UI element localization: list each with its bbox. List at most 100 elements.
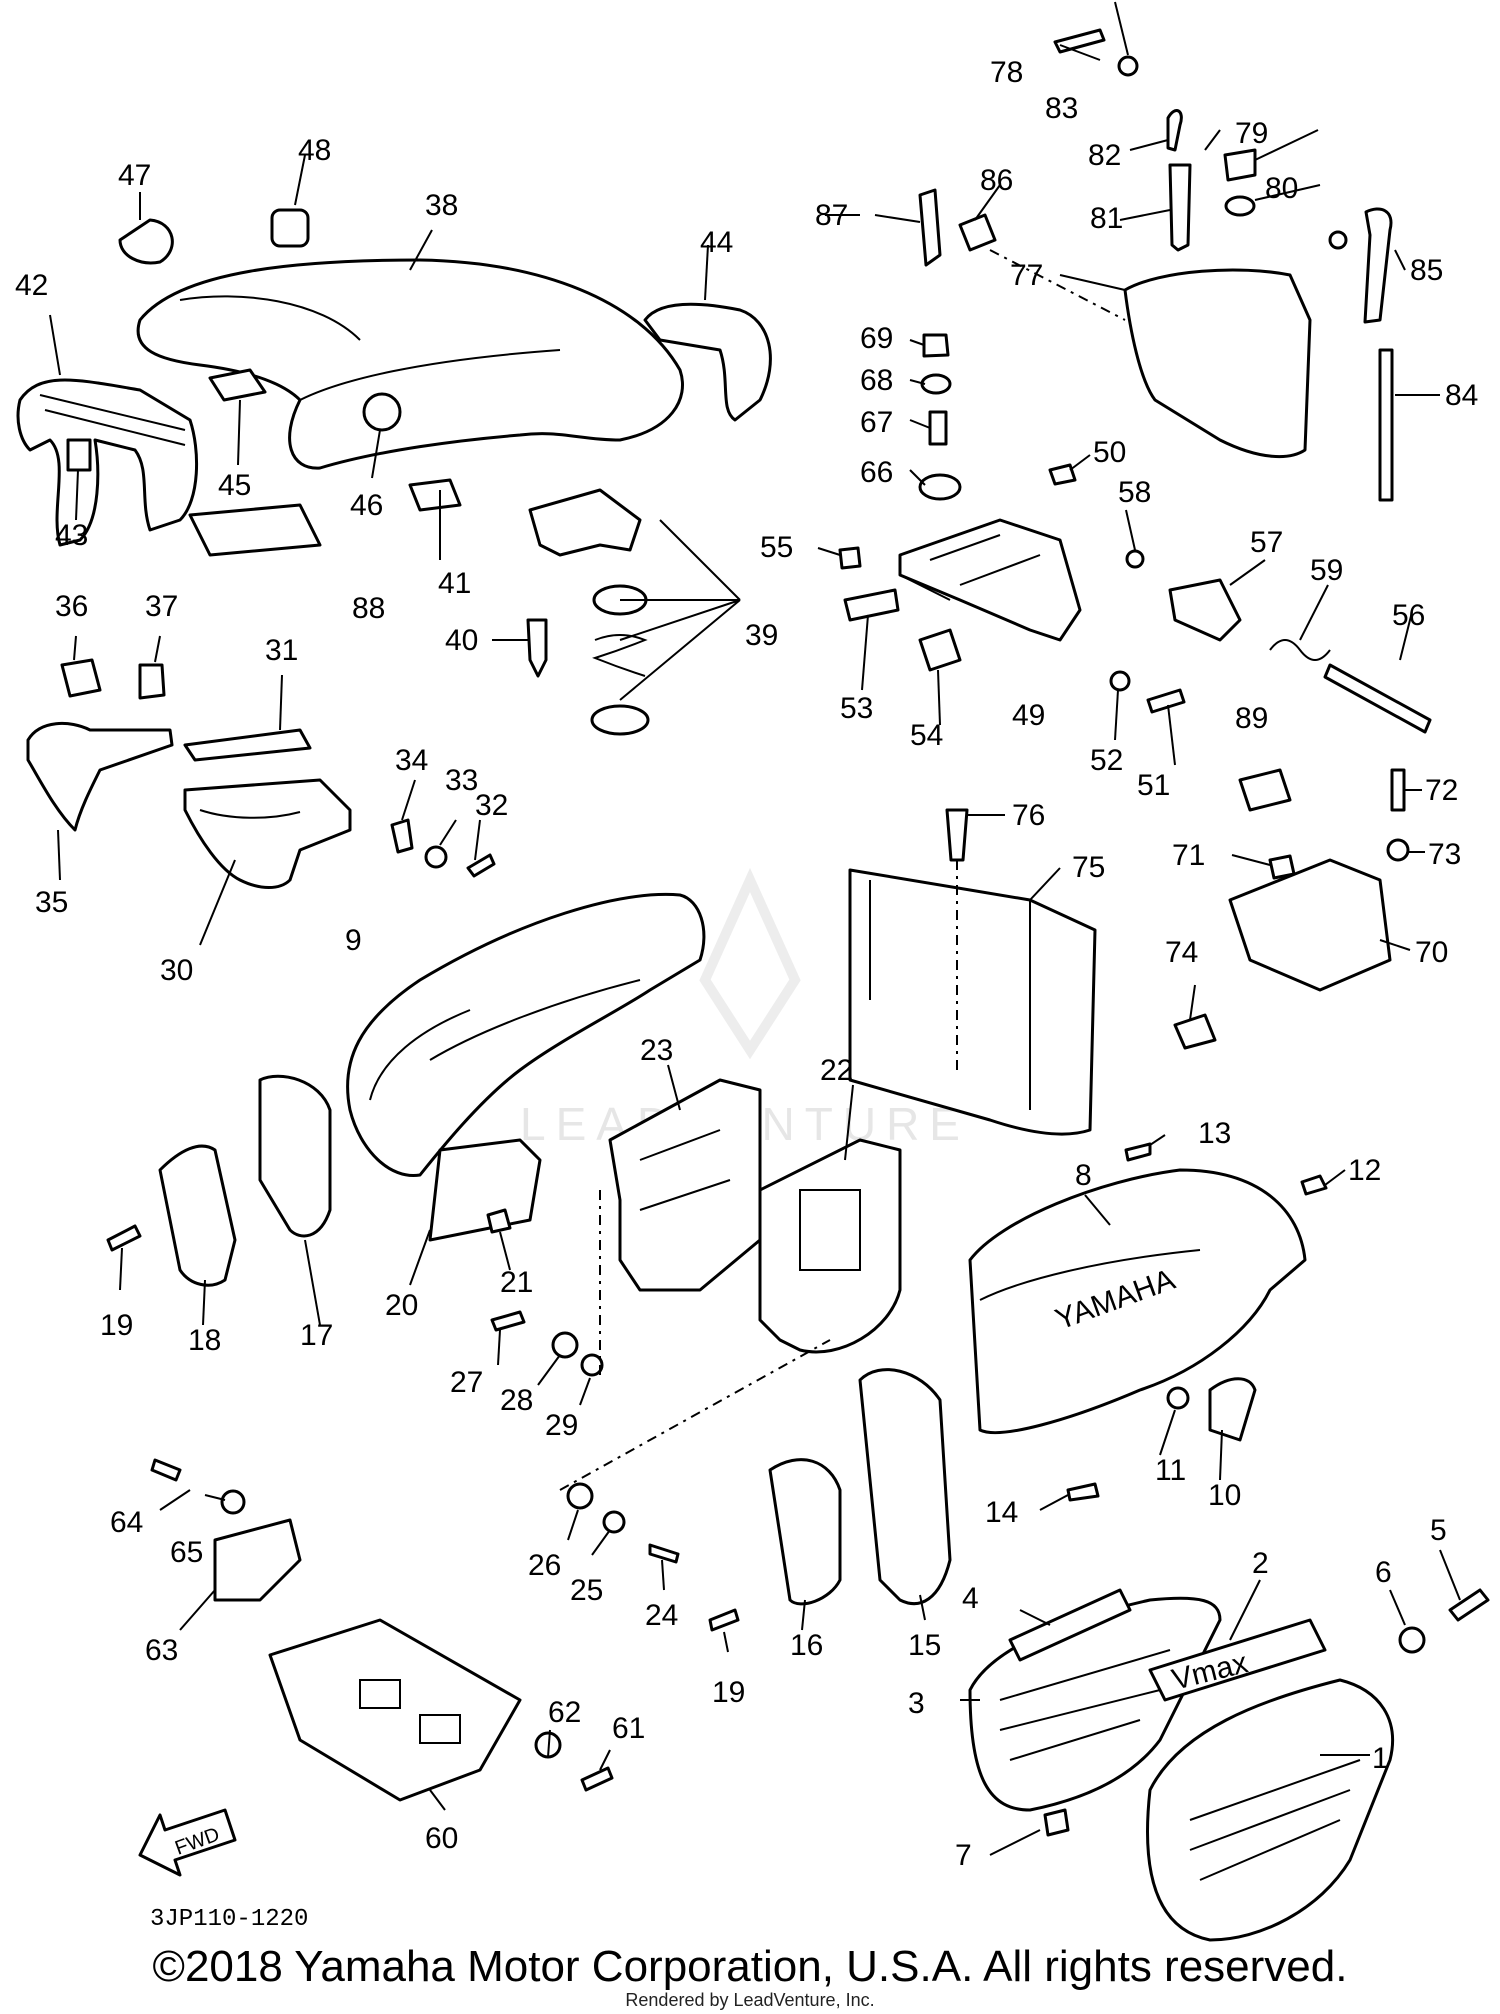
bolt-76 (945, 808, 969, 862)
washer-80 (1224, 195, 1256, 217)
callout-25: 25 (570, 1574, 603, 1607)
clip-21 (486, 1208, 512, 1234)
callout-30: 30 (160, 954, 193, 987)
clip-43 (66, 438, 92, 472)
grommet-89 (1238, 768, 1292, 812)
callout-80: 80 (1265, 172, 1298, 205)
plate-54 (918, 628, 962, 672)
reservoir-tank-77 (1123, 268, 1312, 459)
callout-2: 2 (1252, 1547, 1269, 1580)
callout-51: 51 (1137, 769, 1170, 802)
grab-bar-42 (16, 378, 198, 547)
grommet-66 (918, 473, 962, 501)
callout-75: 75 (1072, 851, 1105, 884)
bracket-49 (898, 518, 1082, 642)
bracket-12 (1300, 1174, 1328, 1196)
callout-26: 26 (528, 1549, 561, 1582)
washer-68 (920, 373, 952, 395)
callout-6: 6 (1375, 1556, 1392, 1589)
callout-9: 9 (345, 924, 362, 957)
clip-58 (1125, 549, 1145, 569)
cap-79 (1223, 148, 1257, 182)
lever-57 (1168, 578, 1242, 642)
callout-39: 39 (745, 619, 778, 652)
diagram-code: 3JP110-1220 (150, 1906, 309, 1933)
handle-44 (643, 302, 772, 422)
clip-50 (1048, 463, 1077, 486)
forward-arrow: FWD (138, 1808, 237, 1877)
washer-52 (1109, 670, 1131, 692)
strip-31 (183, 728, 312, 762)
cover-30 (183, 778, 352, 889)
callout-numbers: 1 2 3 4 5 6 7 8 9 10 11 12 13 14 15 16 1… (15, 56, 1478, 1872)
callout-73: 73 (1428, 838, 1461, 871)
callout-46: 46 (350, 489, 383, 522)
clip-83 (1117, 55, 1139, 77)
callout-27: 27 (450, 1366, 483, 1399)
panel-17 (258, 1074, 332, 1238)
copyright-notice: ©2018 Yamaha Motor Corporation, U.S.A. A… (152, 1942, 1348, 1991)
nut-65 (220, 1489, 246, 1515)
bracket-60 (268, 1618, 522, 1802)
collar-28 (551, 1331, 579, 1359)
callout-66: 66 (860, 456, 893, 489)
callout-21: 21 (500, 1266, 533, 1299)
callout-83: 83 (1045, 92, 1078, 125)
callout-89: 89 (1235, 702, 1268, 735)
rod-56 (1323, 663, 1432, 734)
pin-78 (1053, 28, 1106, 54)
callout-29: 29 (545, 1409, 578, 1442)
bolt-72 (1390, 768, 1406, 812)
bolt-19-right (708, 1608, 740, 1632)
callout-23: 23 (640, 1034, 673, 1067)
callout-40: 40 (445, 624, 478, 657)
callout-72: 72 (1425, 774, 1458, 807)
callout-12: 12 (1348, 1154, 1381, 1187)
nut-55 (838, 546, 862, 570)
callout-36: 36 (55, 590, 88, 623)
callout-70: 70 (1415, 936, 1448, 969)
callout-38: 38 (425, 189, 458, 222)
callout-24: 24 (645, 1599, 678, 1632)
callout-49: 49 (1012, 699, 1045, 732)
side-cover-9 (346, 892, 706, 1178)
callout-15: 15 (908, 1629, 941, 1662)
callout-76: 76 (1012, 799, 1045, 832)
callout-82: 82 (1088, 139, 1121, 172)
callout-4: 4 (962, 1582, 979, 1615)
spring-59 (1269, 639, 1331, 661)
panel-18 (158, 1144, 237, 1287)
collar-6 (1398, 1626, 1426, 1654)
plate-74 (1173, 1013, 1217, 1050)
callout-5: 5 (1430, 1514, 1447, 1547)
callout-19-left: 19 (100, 1309, 133, 1342)
callout-44: 44 (700, 226, 733, 259)
bolt-5 (1448, 1588, 1490, 1622)
nut-69 (922, 333, 950, 358)
plate-23 (608, 1078, 762, 1292)
callout-10: 10 (1208, 1479, 1241, 1512)
bolt-61 (580, 1766, 614, 1792)
washer-25 (602, 1510, 626, 1534)
pad-45 (208, 368, 267, 402)
callout-16: 16 (790, 1629, 823, 1662)
callout-47: 47 (118, 159, 151, 192)
callout-78: 78 (990, 56, 1023, 89)
callout-19-right: 19 (712, 1676, 745, 1709)
callout-42: 42 (15, 269, 48, 302)
callout-1: 1 (1372, 1742, 1389, 1775)
clip-34 (390, 818, 414, 854)
callout-3: 3 (908, 1687, 925, 1720)
callout-68: 68 (860, 364, 893, 397)
shaft-53 (843, 588, 900, 622)
callout-88: 88 (352, 592, 385, 625)
callout-71: 71 (1172, 839, 1205, 872)
callout-41: 41 (438, 567, 471, 600)
callout-85: 85 (1410, 254, 1443, 287)
plate-88 (188, 503, 322, 557)
callout-86: 86 (980, 164, 1013, 197)
callout-32: 32 (475, 789, 508, 822)
callout-8: 8 (1075, 1159, 1092, 1192)
callout-63: 63 (145, 1634, 178, 1667)
callout-34: 34 (395, 744, 428, 777)
